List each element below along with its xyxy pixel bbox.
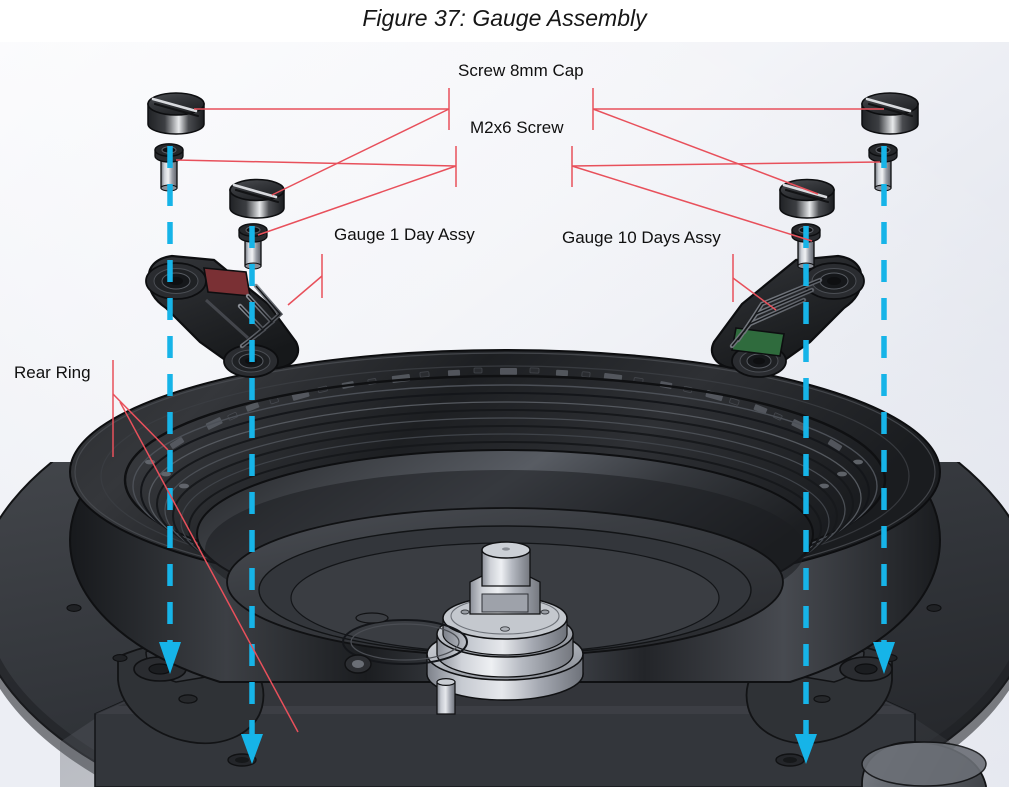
hub-collar [342, 619, 468, 665]
motor-cylinder [861, 741, 987, 787]
assembly-diagram [0, 42, 1009, 787]
callout-m2x6-screw: M2x6 Screw [470, 118, 564, 137]
rear-ring [68, 349, 942, 683]
leader-lines [112, 88, 884, 733]
callout-gauge-1-day: Gauge 1 Day Assy [334, 225, 475, 244]
center-hub-assembly [342, 541, 584, 715]
screw-8mm-cap-2 [229, 178, 285, 219]
callout-rear-ring: Rear Ring [14, 363, 91, 382]
callout-screw-8mm-cap: Screw 8mm Cap [458, 61, 584, 80]
screw-8mm-cap-1 [147, 92, 205, 135]
gauge-1-day-indicator [203, 267, 251, 297]
screw-8mm-cap-3 [861, 92, 919, 135]
page-title: Figure 37: Gauge Assembly [362, 5, 647, 31]
screw-8mm-cap-4 [779, 178, 835, 219]
assembly-axis-lines [167, 146, 887, 734]
gauge-10-days-assembly [710, 254, 865, 378]
callout-gauge-10-days: Gauge 10 Days Assy [562, 228, 721, 247]
assembly-axis-arrowheads [159, 642, 895, 764]
